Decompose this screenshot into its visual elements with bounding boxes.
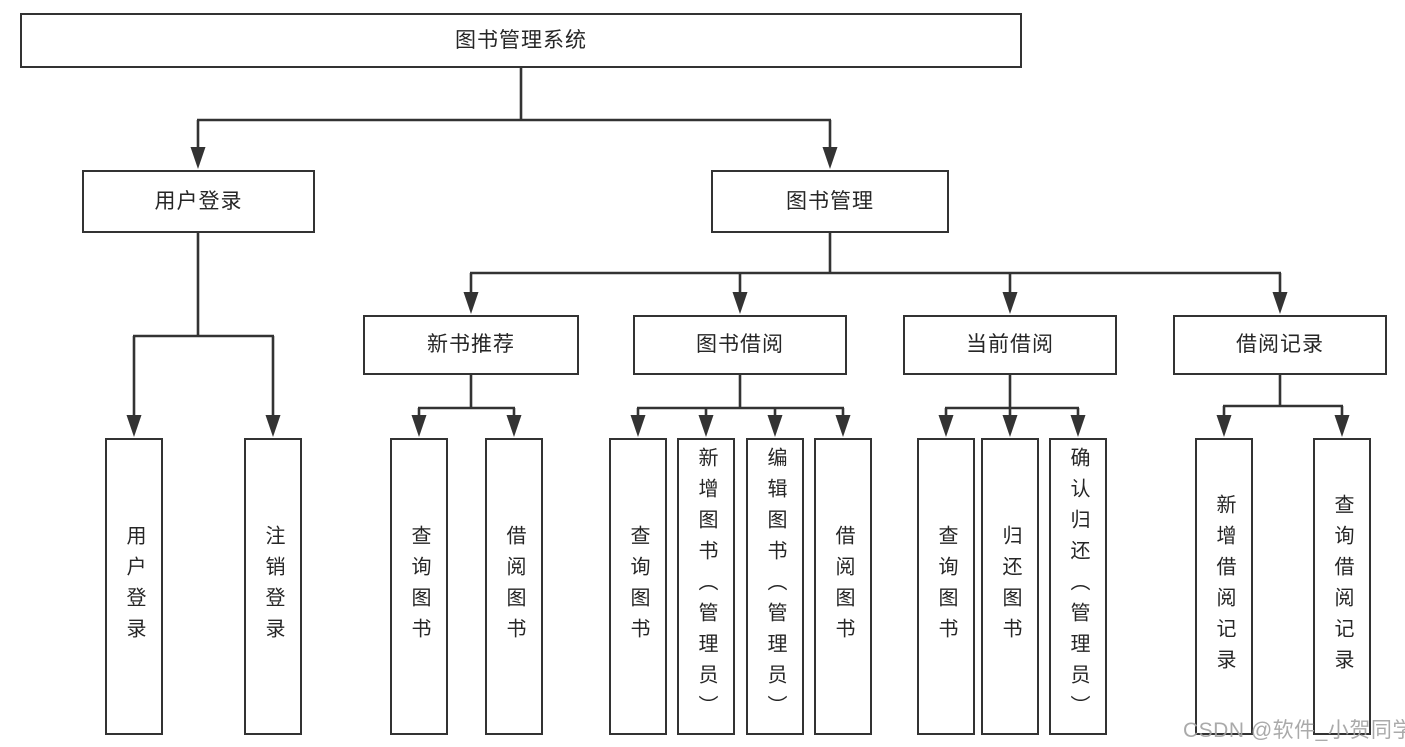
leaf-borrow-books: 借阅图书 [814, 438, 872, 735]
node-library-management-system: 图书管理系统 [20, 13, 1022, 68]
leaf-label: 查询图书 [935, 524, 957, 649]
node-book-borrow: 图书借阅 [633, 315, 847, 375]
node-new-book-recommend: 新书推荐 [363, 315, 579, 375]
arrowhead [463, 292, 479, 314]
csdn-watermark: CSDN @软件_小贺同学 [1183, 719, 1405, 742]
leaf-query-books-recommend: 查询图书 [390, 438, 448, 735]
arrowhead [1002, 292, 1018, 314]
leaf-label: 注销登录 [262, 524, 284, 649]
leaf-label: 编辑图书（管理员） [764, 447, 786, 726]
arrowhead [411, 415, 427, 437]
leaf-label: 借阅图书 [503, 524, 525, 649]
arrowhead [732, 292, 748, 314]
arrowhead [265, 415, 281, 437]
node-borrow-records: 借阅记录 [1173, 315, 1387, 375]
arrowhead [630, 415, 646, 437]
leaf-label: 用户登录 [123, 524, 145, 649]
arrowhead [835, 415, 851, 437]
node-current-borrow: 当前借阅 [903, 315, 1117, 375]
arrowhead [1070, 415, 1086, 437]
arrowhead [126, 415, 142, 437]
node-book-management: 图书管理 [711, 170, 949, 233]
leaf-query-books-current: 查询图书 [917, 438, 975, 735]
node-user-login-branch: 用户登录 [82, 170, 315, 233]
arrowhead [506, 415, 522, 437]
leaf-label: 新增图书（管理员） [695, 447, 717, 726]
arrowhead-group [126, 147, 1350, 437]
arrowhead [1272, 292, 1288, 314]
leaf-label: 确认归还（管理员） [1067, 447, 1089, 726]
arrowhead [1002, 415, 1018, 437]
leaf-query-borrow-record: 查询借阅记录 [1313, 438, 1371, 735]
leaf-label: 归还图书 [999, 524, 1021, 649]
leaf-user-login: 用户登录 [105, 438, 163, 735]
leaf-label: 查询图书 [627, 524, 649, 649]
leaf-borrow-books-recommend: 借阅图书 [485, 438, 543, 735]
leaf-label: 借阅图书 [832, 524, 854, 649]
leaf-label: 查询图书 [408, 524, 430, 649]
leaf-return-book: 归还图书 [981, 438, 1039, 735]
arrowhead [1216, 415, 1232, 437]
leaf-add-book-admin: 新增图书（管理员） [677, 438, 735, 735]
arrowhead [767, 415, 783, 437]
leaf-label: 新增借阅记录 [1213, 493, 1235, 680]
leaf-logout: 注销登录 [244, 438, 302, 735]
arrowhead [190, 147, 206, 169]
arrowhead [822, 147, 838, 169]
arrowhead [938, 415, 954, 437]
leaf-query-books-borrow: 查询图书 [609, 438, 667, 735]
leaf-confirm-return-admin: 确认归还（管理员） [1049, 438, 1107, 735]
leaf-add-borrow-record: 新增借阅记录 [1195, 438, 1253, 735]
arrowhead [698, 415, 714, 437]
leaf-label: 查询借阅记录 [1331, 493, 1353, 680]
leaf-edit-book-admin: 编辑图书（管理员） [746, 438, 804, 735]
arrowhead [1334, 415, 1350, 437]
